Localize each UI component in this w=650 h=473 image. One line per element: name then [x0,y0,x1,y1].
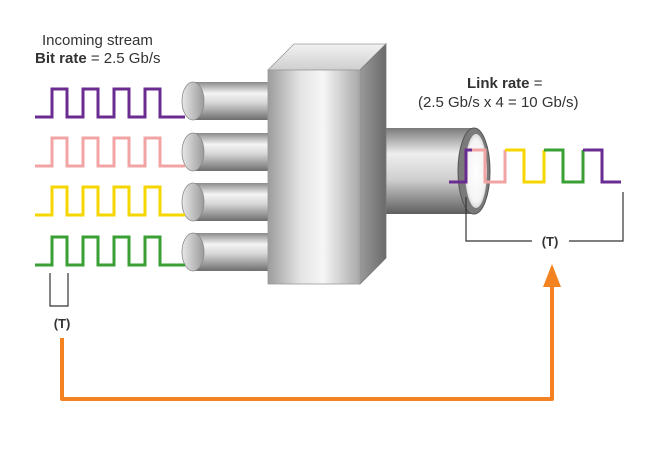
bit-rate-value: = 2.5 Gb/s [90,50,161,67]
incoming-stream-heading: Incoming stream [42,32,153,49]
period-bracket-right [465,192,624,242]
output-segment-purple-end [583,148,621,184]
bit-rate-label: Bit rate [35,50,87,67]
multiplexer-box-icon [267,43,387,285]
stream-2-waveform [35,136,185,168]
link-rate-label: Link rate [467,75,530,92]
link-rate-formula: (2.5 Gb/s x 4 = 10 Gb/s) [418,94,579,111]
period-bracket-left [49,273,69,307]
output-segment-pink [472,148,507,184]
stream-4-waveform [35,235,185,267]
bit-rate-line: Bit rate = 2.5 Gb/s [35,50,160,68]
period-label-right: (T) [542,234,559,249]
output-segment-yellow [505,148,546,184]
orange-arrow-icon [60,264,561,401]
period-label-left: (T) [54,316,71,331]
stream-1-waveform [35,87,185,119]
link-rate-equals: = [533,75,543,92]
link-rate-line: Link rate = [467,75,542,93]
output-segment-green [544,148,585,184]
output-segment-purple-start [449,148,472,184]
stream-3-waveform [35,185,185,217]
